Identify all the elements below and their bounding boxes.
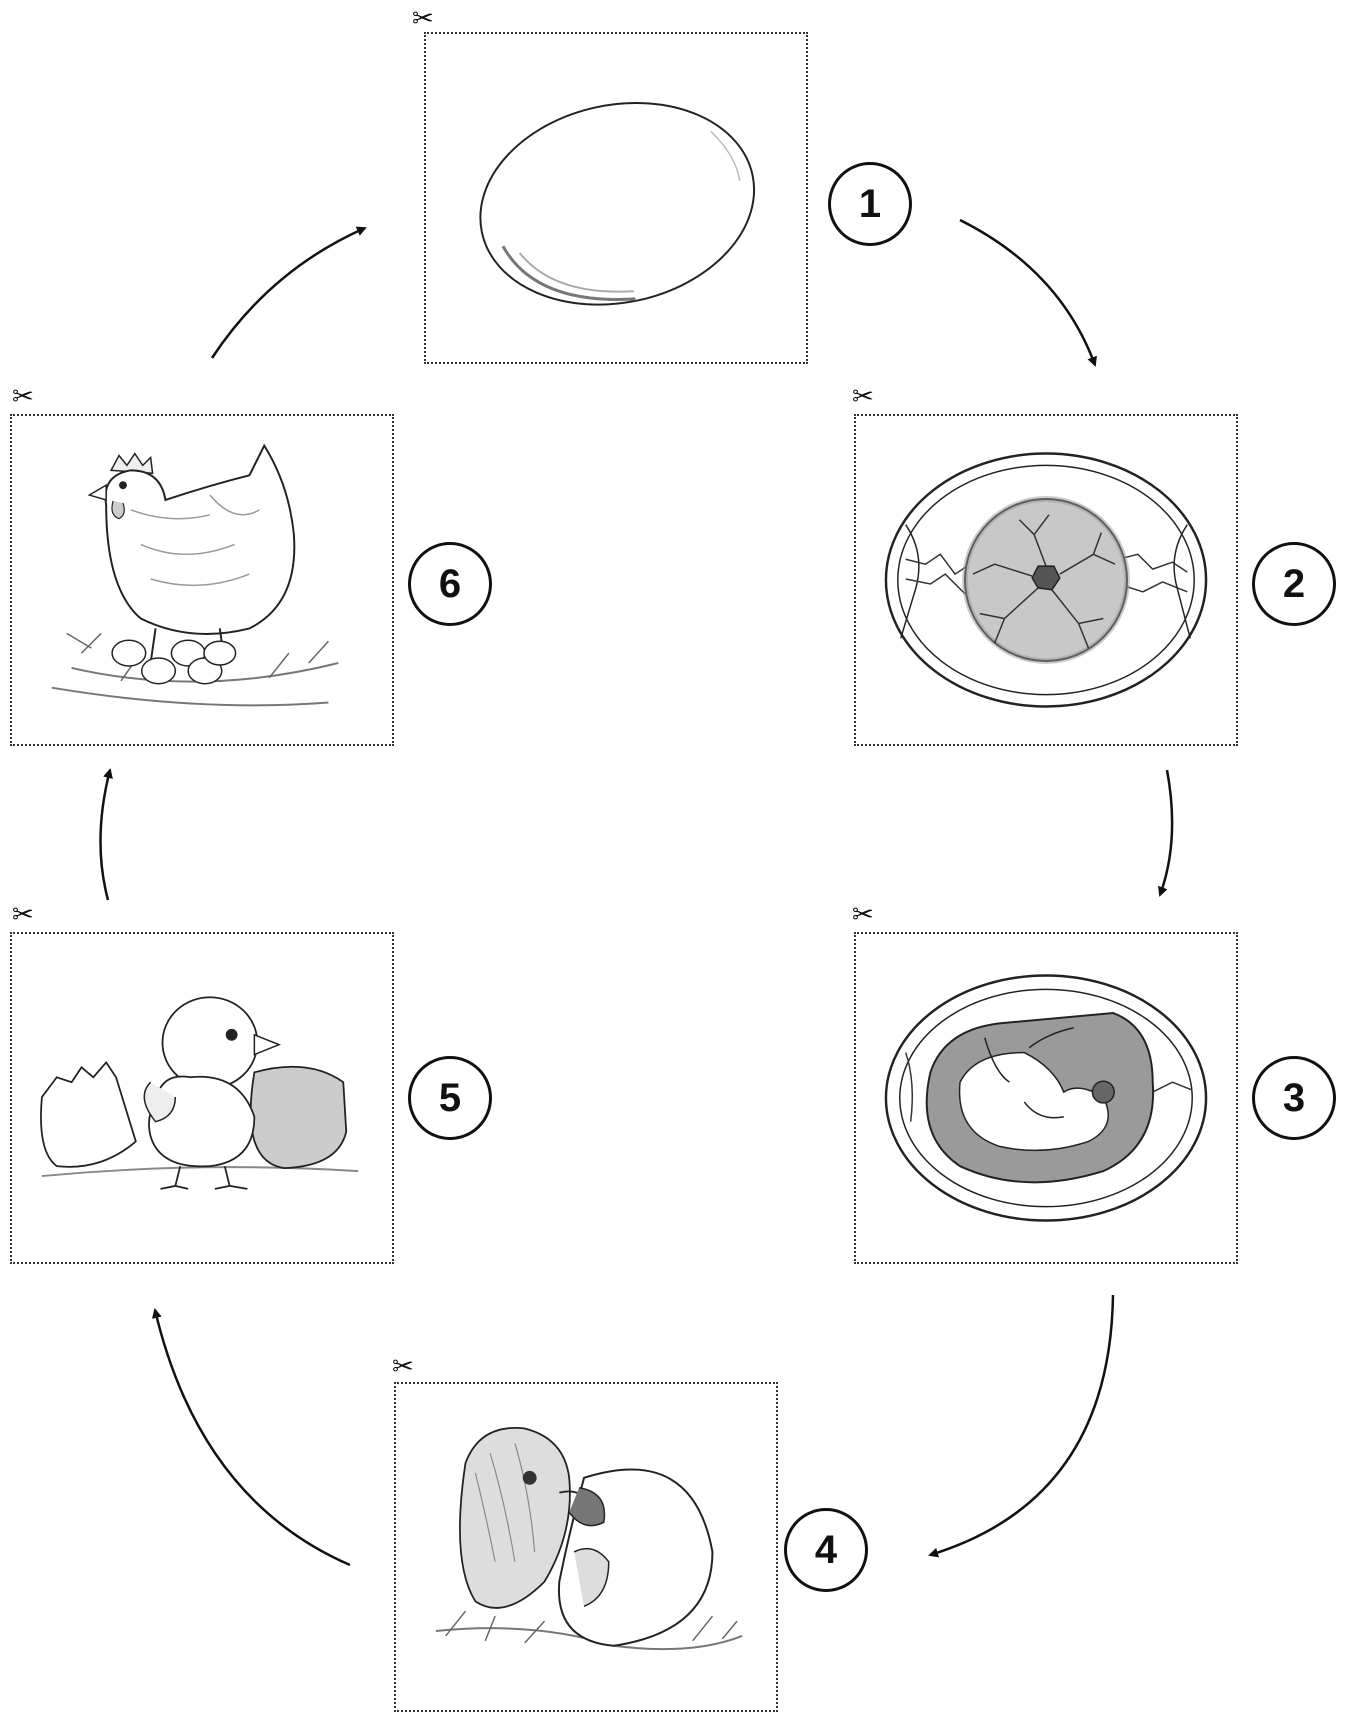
stage-number-6: 6 [408, 542, 492, 626]
card-egg[interactable] [424, 32, 808, 364]
scissors-icon: ✂ [12, 382, 34, 412]
arrow-5-to-6 [99, 768, 113, 901]
embryo-developing-illustration [884, 974, 1208, 1222]
embryo-early-illustration [884, 452, 1208, 708]
card-early-embryo[interactable] [854, 414, 1238, 746]
stage-number-2: 2 [1252, 542, 1336, 626]
arrow-6-to-1 [210, 226, 367, 359]
hen-with-eggs-illustration [51, 443, 339, 707]
scissors-icon: ✂ [852, 382, 874, 412]
stage-number-4: 4 [784, 1508, 868, 1592]
scissors-icon: ✂ [412, 4, 434, 34]
arrow-1-to-2 [959, 218, 1097, 367]
egg-illustration [479, 101, 756, 306]
card-hen[interactable] [10, 414, 394, 746]
hatching-chick-illustration [435, 1427, 743, 1651]
chick-illustration [40, 996, 359, 1190]
card-developing-chick[interactable] [854, 932, 1238, 1264]
stage-number-3: 3 [1252, 1056, 1336, 1140]
arrow-3-to-4 [928, 1294, 1115, 1558]
stage-number-1: 1 [828, 162, 912, 246]
scissors-icon: ✂ [12, 900, 34, 930]
stage-number-5: 5 [408, 1056, 492, 1140]
scissors-icon: ✂ [392, 1352, 414, 1382]
card-chick[interactable] [10, 932, 394, 1264]
scissors-icon: ✂ [852, 900, 874, 930]
card-hatching-chick[interactable] [394, 1382, 778, 1712]
arrow-4-to-5 [151, 1308, 351, 1567]
arrow-2-to-3 [1158, 769, 1174, 897]
